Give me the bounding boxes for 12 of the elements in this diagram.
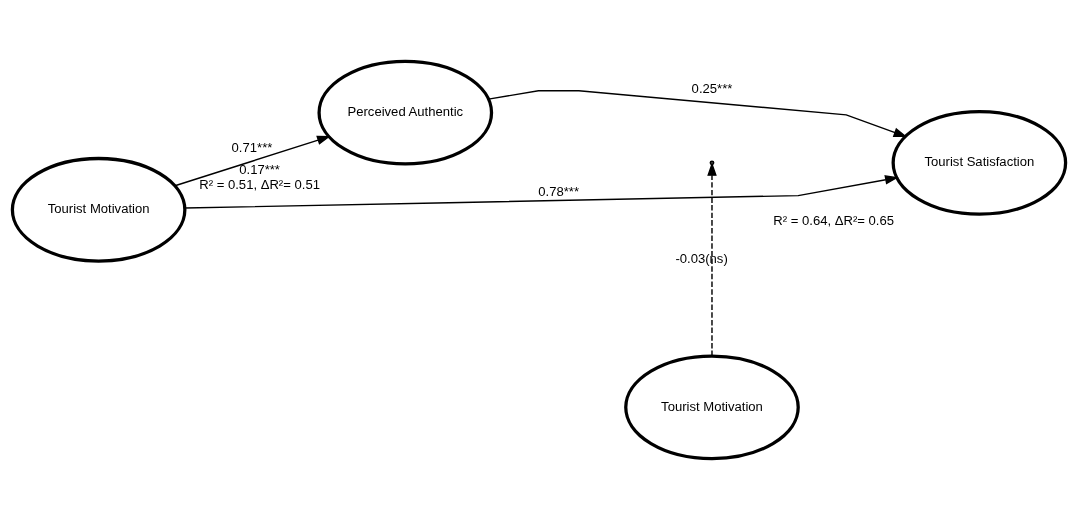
arrow [184,174,899,209]
arrow [487,89,908,137]
node-label: 0.17*** [239,161,280,177]
edge-label: 0.25*** [691,80,733,96]
arrow [707,161,717,356]
arrow [174,135,331,186]
node-label: R² = 0.51, ΔR²= 0.51 [199,176,320,192]
node-ellipse: Tourist Motivation [10,156,187,263]
node-ellipse: Tourist Motivation [624,353,800,460]
edge-label: 0.71*** [231,139,273,155]
edge-label: 0.78*** [538,183,580,199]
edge-label: -0.03(ns) [675,250,728,266]
